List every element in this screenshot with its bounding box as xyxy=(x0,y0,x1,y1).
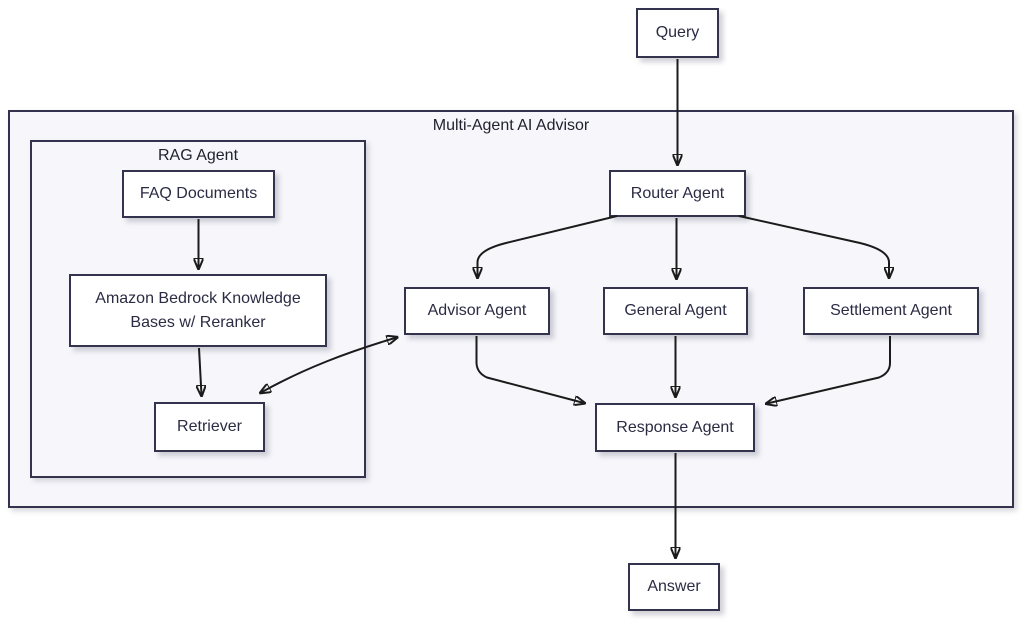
bedrock-knowledge-bases-node: Amazon Bedrock Knowledge Bases w/ Rerank… xyxy=(69,274,327,347)
settlement-agent-node-label: Settlement Agent xyxy=(830,302,952,319)
router-agent-node: Router Agent xyxy=(609,170,746,217)
advisor-agent-node-label: Advisor Agent xyxy=(427,302,527,319)
multi-agent-advisor-label: Multi-Agent AI Advisor xyxy=(432,117,590,134)
answer-node: Answer xyxy=(628,563,720,611)
response-agent-node: Response Agent xyxy=(595,403,755,452)
settlement-agent-node: Settlement Agent xyxy=(803,287,979,335)
rag-agent-label: RAG Agent xyxy=(157,147,239,164)
bedrock-knowledge-bases-node-label: Amazon Bedrock Knowledge Bases w/ Rerank… xyxy=(95,289,301,331)
general-agent-node-label: General Agent xyxy=(624,302,727,319)
response-agent-node-label: Response Agent xyxy=(616,418,734,436)
router-agent-node-label: Router Agent xyxy=(630,184,725,202)
answer-node-label: Answer xyxy=(647,578,701,595)
query-node: Query xyxy=(636,8,719,58)
advisor-agent-node: Advisor Agent xyxy=(404,287,550,335)
general-agent-node: General Agent xyxy=(603,287,748,335)
faq-documents-node: FAQ Documents xyxy=(122,170,275,218)
retriever-node-label: Retriever xyxy=(177,418,242,435)
retriever-node: Retriever xyxy=(154,402,265,452)
query-node-label: Query xyxy=(655,24,700,41)
faq-documents-node-label: FAQ Documents xyxy=(139,185,258,202)
